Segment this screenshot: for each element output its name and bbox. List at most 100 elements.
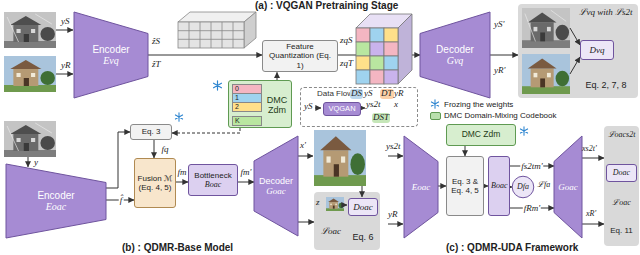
edge-label: fm xyxy=(177,168,188,177)
flow-arrow xyxy=(490,55,518,56)
equation-box: Eq. 3 xyxy=(130,124,172,140)
node-text: Dvq xyxy=(590,45,605,55)
edge-label: f̂ xyxy=(119,196,124,205)
encoder-block: EncoderEvq xyxy=(74,12,148,98)
legend-text: Frozing the weights xyxy=(444,100,513,110)
discriminator-box: Doac xyxy=(348,198,378,216)
math-label: yR xyxy=(61,61,71,71)
flow-arrow xyxy=(277,72,278,80)
node-text: ℒoac xyxy=(604,198,639,207)
loss-panel: ℒoacs2tℒoacEq. 11 Doac xyxy=(604,126,639,246)
flow-arrow xyxy=(510,187,512,188)
panel-title: (a) : VQGAN Pretraining Stage xyxy=(255,0,398,11)
discriminator-circle: Dfa xyxy=(512,176,534,198)
node-text: Eq. 3 xyxy=(142,127,161,136)
fusion-box: Fusion ℳ (Eq. 4, 5) xyxy=(134,158,176,208)
math-label: x' xyxy=(300,141,306,151)
trapezoid-outline xyxy=(420,12,490,98)
node-text: Eq. 11 xyxy=(604,226,639,235)
node-text: Fusion ℳ (Eq. 4, 5) xyxy=(137,174,173,192)
decoder-block: DecoderGoac xyxy=(254,136,298,236)
equation-box: Eq. 3 & Eq. 4, 5 xyxy=(446,156,484,216)
node-text: Eoac xyxy=(46,201,67,213)
flow-arrow xyxy=(582,158,604,159)
panel-title: (c) : QDMR-UDA Framework xyxy=(446,242,578,253)
math-label: xs2t' xyxy=(582,145,597,154)
node-text: Feature Quantization (Eq. 1) xyxy=(265,42,335,70)
codebook-index: K xyxy=(232,116,262,126)
decoder-block: DecoderGvq xyxy=(420,12,490,98)
encoder-block: Eoac xyxy=(404,136,438,238)
codebook-box: DMC Zdm xyxy=(446,124,516,146)
node-text: Gvq xyxy=(447,55,464,67)
loss-panel: ℒvq with ℒs2tEq. 2, 7, 8 Dvq xyxy=(518,4,638,98)
flow-arrow xyxy=(176,182,188,183)
node-text: Eoac xyxy=(412,182,431,192)
math-label: z xyxy=(316,198,320,208)
discriminator-box: Doac xyxy=(606,164,637,182)
node-text: Evq xyxy=(103,55,119,67)
encoder-block: EncoderEoac xyxy=(6,164,106,238)
node-text: Encoder xyxy=(37,190,74,202)
trapezoid-outline xyxy=(554,136,582,238)
math-label: ẑS xyxy=(152,37,160,47)
trapezoid-outline xyxy=(254,136,298,236)
dashed-arrow xyxy=(172,128,240,133)
math-label: y xyxy=(34,158,38,168)
quantized-cube xyxy=(356,14,412,84)
math-label: x xyxy=(394,100,398,110)
edge-label: fs2tm' xyxy=(520,162,543,171)
node-text: Doac xyxy=(613,168,630,177)
node-text: Encoder xyxy=(92,44,129,56)
math-label: DT xyxy=(380,89,394,99)
flow-arrow xyxy=(154,140,155,158)
node-text: Goac xyxy=(558,182,578,192)
trapezoid-outline xyxy=(6,164,106,238)
math-label: ys2t xyxy=(366,100,381,110)
math-label: ẑT xyxy=(152,60,161,70)
node-text: ℒoac xyxy=(316,226,346,236)
math-label: xR' xyxy=(586,210,596,219)
node-text: ℒoacs2t xyxy=(604,130,639,139)
trapezoid-outline xyxy=(404,136,438,238)
node-text: DMC Zdm xyxy=(262,95,292,116)
feature-grid xyxy=(178,12,256,48)
edge-label: fRm' xyxy=(523,204,541,213)
legend-text: DMC Domain-Mixing Codebook xyxy=(444,111,556,121)
loss-panel-grounds xyxy=(314,4,639,250)
math-label: yS xyxy=(364,89,373,99)
model-box: VQGAN xyxy=(323,102,361,116)
node-text: Doac xyxy=(353,202,373,212)
node-text: Eq. 2, 7, 8 xyxy=(576,80,636,90)
flow-arrows xyxy=(28,28,580,224)
node-text: Eq. 3 & Eq. 4, 5 xyxy=(449,177,481,195)
bottleneck-box: BottleneckBoac xyxy=(188,164,238,196)
math-label: yR' xyxy=(494,66,505,76)
math-label: zqS xyxy=(340,36,353,46)
math-label: ℒfa xyxy=(537,181,550,190)
node-text: VQGAN xyxy=(328,105,355,114)
bottleneck-box: Boac xyxy=(488,156,510,216)
math-label: DST xyxy=(372,113,390,123)
node-text: ℒvq with ℒs2t xyxy=(576,7,636,17)
math-label: yS xyxy=(61,17,70,27)
trapezoid-outline xyxy=(74,12,148,98)
node-text: Bottleneck xyxy=(194,171,231,180)
flow-arrow xyxy=(582,224,604,225)
codebook-index: 2 xyxy=(232,102,262,112)
node-text: Decoder xyxy=(259,176,293,186)
math-label: ys2t xyxy=(386,142,401,152)
flow-arrow xyxy=(238,182,254,183)
edge-label: fq xyxy=(160,145,169,154)
math-label: yR xyxy=(388,210,398,220)
flow-arrow xyxy=(465,146,466,156)
math-label: yS xyxy=(304,102,313,112)
flow-arrow xyxy=(438,186,446,187)
math-label: yS' xyxy=(494,20,504,30)
edge-label: fm' xyxy=(240,168,253,177)
flow-arrow xyxy=(106,132,130,188)
node-text: DMC Zdm xyxy=(462,130,501,140)
